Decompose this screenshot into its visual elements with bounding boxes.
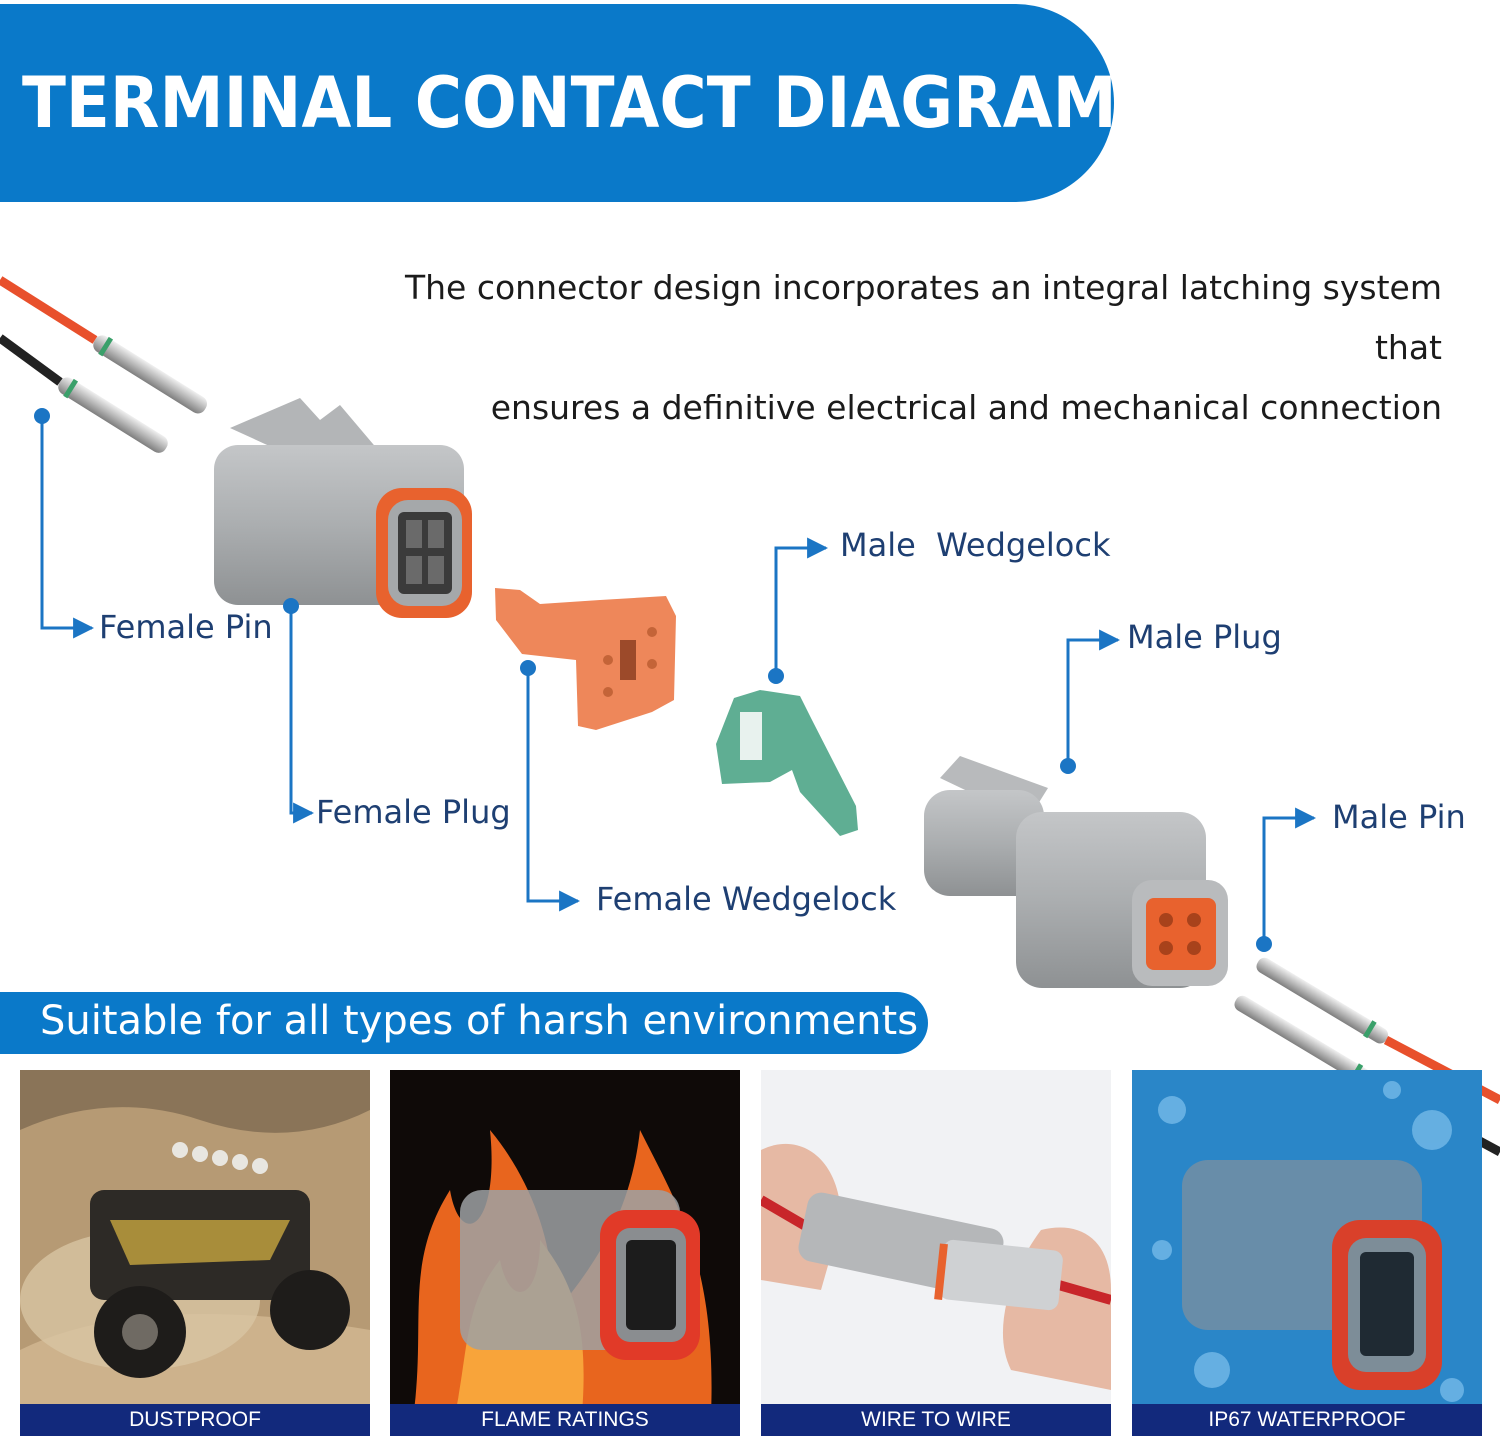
description-line-2: ensures a definitive electrical and mech… xyxy=(490,388,1442,427)
description: The connector design incorporates an int… xyxy=(342,258,1442,438)
tile-ip67-waterproof: IP67 WATERPROOF xyxy=(1132,1070,1482,1436)
label-female-pin: Female Pin xyxy=(99,608,273,646)
wire-to-wire-photo xyxy=(761,1070,1111,1436)
environments-title: Suitable for all types of harsh environm… xyxy=(40,998,919,1044)
female-plug-illustration xyxy=(214,398,472,618)
label-female-wedgelock: Female Wedgelock xyxy=(596,880,897,918)
caption-dustproof: DUSTPROOF xyxy=(20,1404,370,1436)
title-banner: TERMINAL CONTACT DIAGRAM xyxy=(0,4,1117,202)
caption-wire-to-wire: WIRE TO WIRE xyxy=(761,1404,1111,1436)
label-male-pin: Male Pin xyxy=(1332,798,1466,836)
tile-dustproof: DUSTPROOF xyxy=(20,1070,370,1436)
page-title: TERMINAL CONTACT DIAGRAM xyxy=(22,62,1117,144)
dustproof-photo xyxy=(20,1070,370,1436)
callout-dots xyxy=(34,408,1272,952)
callout-lines xyxy=(40,418,1317,944)
waterproof-photo xyxy=(1132,1070,1482,1436)
female-wedgelock-illustration xyxy=(495,588,676,730)
male-plug-illustration xyxy=(924,756,1228,988)
male-wedgelock-illustration xyxy=(716,690,858,836)
label-male-plug: Male Plug xyxy=(1127,618,1282,656)
environments-banner: Suitable for all types of harsh environm… xyxy=(0,992,928,1054)
label-male-wedgelock: Male Wedgelock xyxy=(840,526,1111,564)
caption-ip67-waterproof: IP67 WATERPROOF xyxy=(1132,1404,1482,1436)
tile-wire-to-wire: WIRE TO WIRE xyxy=(761,1070,1111,1436)
caption-flame-ratings: FLAME RATINGS xyxy=(390,1404,740,1436)
label-female-plug: Female Plug xyxy=(316,793,511,831)
tile-flame-ratings: FLAME RATINGS xyxy=(390,1070,740,1436)
flame-photo xyxy=(390,1070,740,1436)
description-line-1: The connector design incorporates an int… xyxy=(404,268,1442,367)
female-pin-wires xyxy=(0,276,207,453)
